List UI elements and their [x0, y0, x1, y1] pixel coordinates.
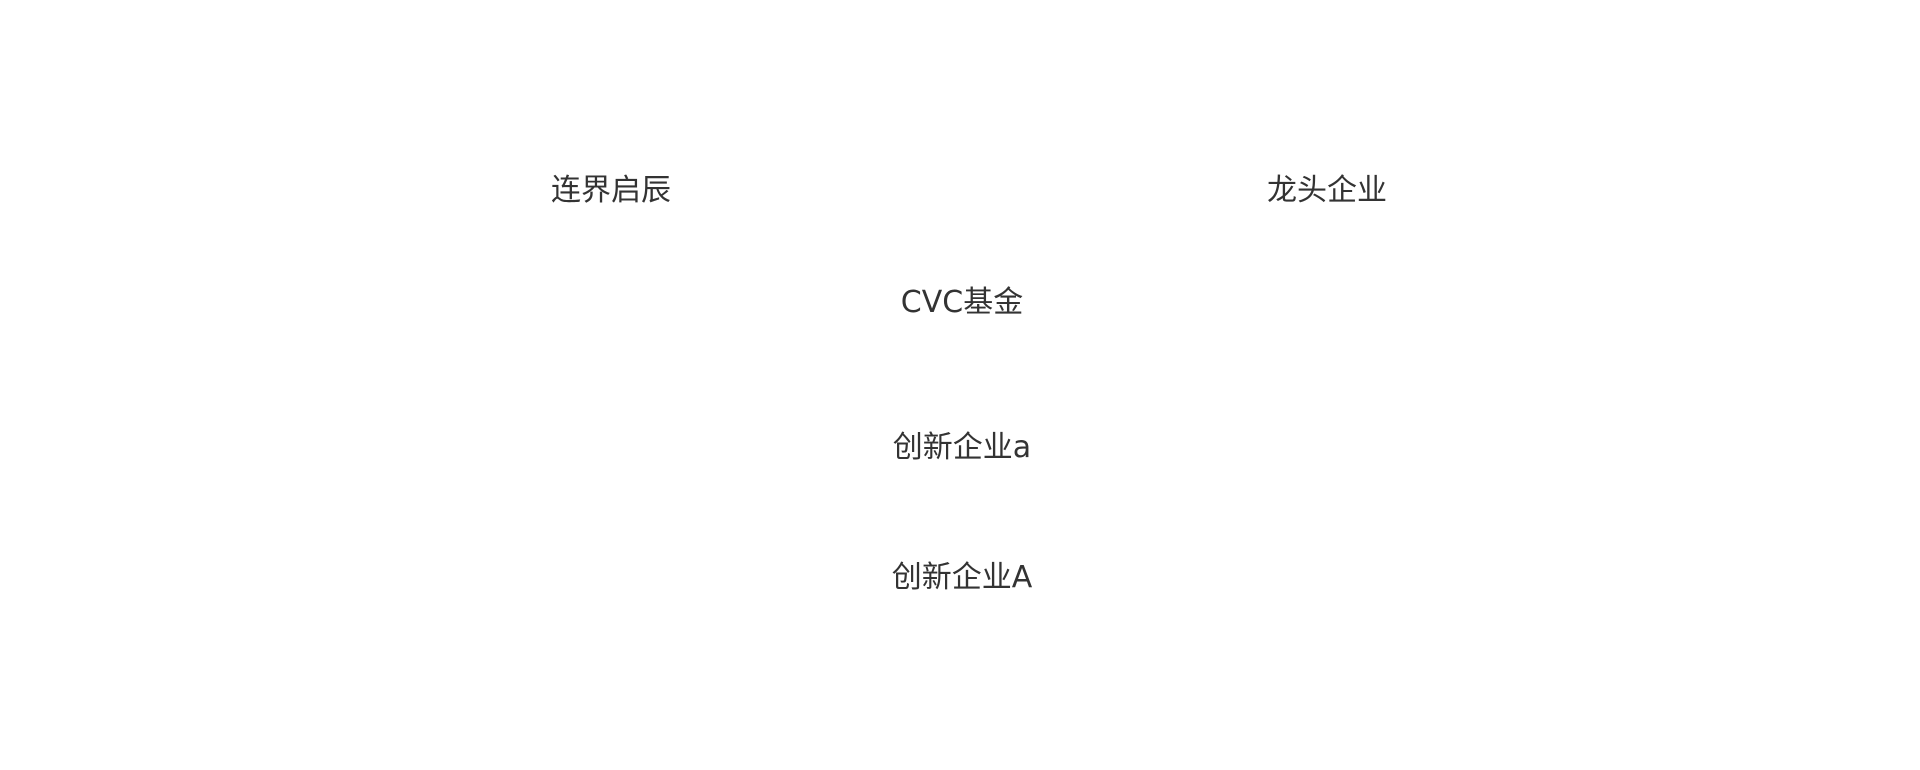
node-cvc-fund: CVC基金 — [900, 285, 1024, 320]
node-innovation-company-a-lower: 创新企业a — [892, 430, 1032, 465]
node-innovation-company-a-upper: 创新企业A — [891, 560, 1033, 595]
node-lianjie-qichen: 连界启辰 — [551, 173, 671, 208]
node-longtou-qiye: 龙头企业 — [1267, 173, 1387, 208]
